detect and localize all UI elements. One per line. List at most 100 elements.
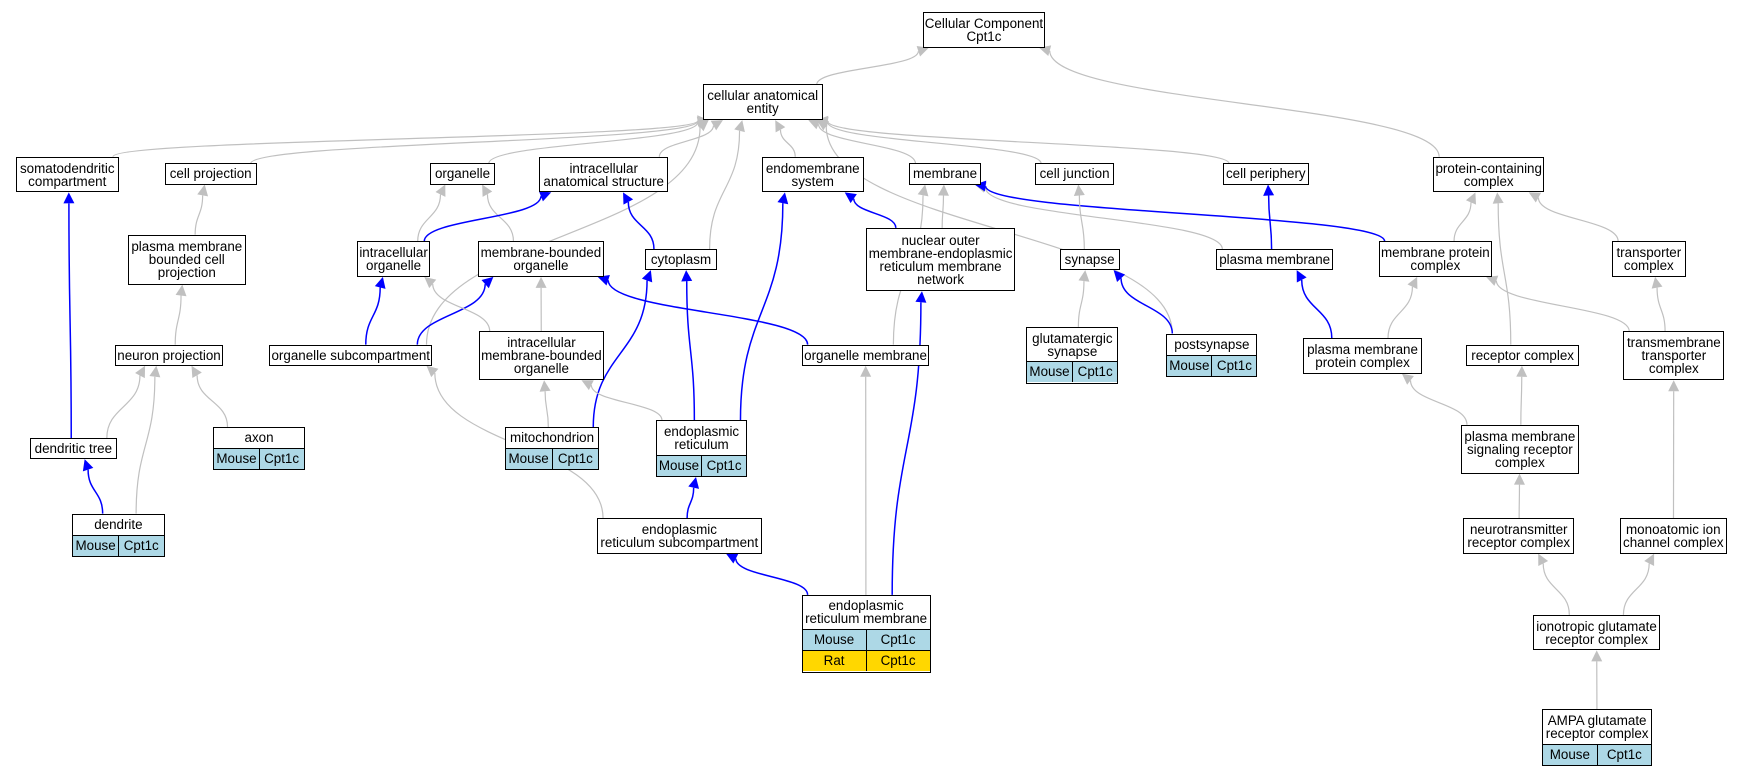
edge-mbo-to-organelle — [486, 194, 515, 242]
node-ntrc[interactable]: neurotransmitter receptor complex — [1463, 518, 1575, 554]
edge-tmtc-to-transporter — [1656, 287, 1666, 332]
arrowhead — [1538, 553, 1549, 566]
node-label: plasma membrane signaling receptor compl… — [1464, 428, 1576, 470]
node-ersub[interactable]: endoplasmic reticulum subcompartment — [597, 518, 762, 554]
node-pmsrc[interactable]: plasma membrane signaling receptor compl… — [1460, 424, 1579, 474]
node-tmtc[interactable]: transmembrane transporter complex — [1623, 331, 1725, 381]
node-pmpc[interactable]: plasma membrane protein complex — [1303, 337, 1422, 374]
node-ias[interactable]: intracellular anatomical structure — [539, 156, 669, 193]
node-label: mitochondrion — [509, 430, 595, 446]
node-label: cytoplasm — [650, 252, 712, 268]
arrowhead — [535, 276, 547, 288]
node-pmbcp[interactable]: plasma membrane bounded cell projection — [127, 234, 246, 285]
node-label: glutamatergic synapse — [1032, 330, 1113, 359]
node-label: organelle — [434, 166, 491, 182]
node-orgmem[interactable]: organelle membrane — [801, 344, 930, 366]
edge-cae-to-root — [816, 51, 919, 85]
node-organelle[interactable]: organelle — [430, 163, 495, 185]
species-cell: Rat — [802, 651, 866, 672]
node-orgsub[interactable]: organelle subcompartment — [269, 344, 433, 366]
gene-cell: Cpt1c — [117, 535, 164, 556]
node-pcc[interactable]: protein-containing complex — [1433, 156, 1545, 193]
arrowhead — [1113, 270, 1126, 282]
node-label: plasma membrane — [1219, 252, 1331, 268]
edge-postsyn-to-synapse — [1120, 278, 1174, 334]
arrowhead — [816, 120, 830, 131]
edge-pm-to-membrane — [984, 187, 1223, 250]
node-cae[interactable]: cellular anatomical entity — [702, 84, 823, 121]
node-label: neurotransmitter receptor complex — [1467, 521, 1571, 550]
node-synapse[interactable]: synapse — [1059, 249, 1120, 271]
node-label: Cellular Component Cpt1c — [924, 16, 1044, 44]
edge-mpc-to-membrane — [984, 185, 1386, 242]
edge-cytoplasm-to-ias — [627, 201, 655, 250]
node-label: AMPA glutamate receptor complex — [1545, 713, 1649, 742]
edge-celljunction-to-cae — [826, 121, 1042, 164]
edge-cytoplasm-to-cae — [708, 130, 741, 250]
arrowhead — [623, 192, 634, 205]
edge-ersub-to-er — [686, 487, 695, 519]
node-receptor[interactable]: receptor complex — [1466, 344, 1579, 366]
node-label: monoatomic ion channel complex — [1623, 521, 1724, 550]
node-label: cellular anatomical entity — [707, 88, 819, 117]
node-membrane[interactable]: membrane — [909, 163, 981, 185]
arrowhead — [777, 192, 789, 205]
node-cytoplasm[interactable]: cytoplasm — [644, 249, 718, 271]
node-pm[interactable]: plasma membrane — [1216, 249, 1334, 271]
node-label: plasma membrane bounded cell projection — [131, 239, 243, 281]
edge-pcc-to-root — [1049, 50, 1440, 157]
node-intraorg[interactable]: intracellular organelle — [356, 241, 431, 277]
node-imbo[interactable]: intracellular membrane-bounded organelle — [479, 331, 604, 381]
edge-transporter-to-pcc — [1537, 197, 1619, 242]
node-nuclear[interactable]: nuclear outer membrane-endoplasmic retic… — [866, 227, 1016, 292]
node-neuronproj[interactable]: neuron projection — [114, 344, 224, 366]
gene-cell: Cpt1c — [1596, 744, 1652, 765]
node-micc[interactable]: monoatomic ion channel complex — [1619, 518, 1727, 554]
arrowhead — [860, 365, 872, 377]
arrowhead — [641, 270, 653, 283]
edge-intraorg-to-ias — [423, 196, 542, 242]
node-label: organelle subcompartment — [271, 347, 431, 363]
edge-iglut-to-micc — [1622, 563, 1650, 615]
node-mbo[interactable]: membrane-bounded organelle — [478, 241, 604, 277]
arrowhead — [63, 192, 75, 204]
edge-nuclear-to-membrane — [941, 195, 945, 228]
node-cellproj[interactable]: cell projection — [164, 163, 257, 185]
node-root[interactable]: Cellular Component Cpt1c — [922, 12, 1046, 48]
arrowhead — [937, 184, 949, 196]
edge-orgsub-to-mbo — [416, 284, 486, 345]
edge-orgsub-to-cae — [425, 126, 701, 345]
edge-cellproj-to-cae — [250, 120, 699, 164]
node-dendtree[interactable]: dendritic tree — [30, 438, 117, 460]
arrowhead — [1073, 184, 1085, 197]
node-mpc[interactable]: membrane protein complex — [1378, 241, 1493, 277]
node-endosys[interactable]: endomembrane system — [761, 156, 864, 193]
node-transporter[interactable]: transporter complex — [1612, 241, 1686, 277]
edge-pmpc-to-mpc — [1387, 286, 1414, 338]
node-cellperiph[interactable]: cell periphery — [1223, 163, 1309, 185]
arrowhead — [1486, 275, 1499, 286]
node-label: postsynapse — [1174, 337, 1250, 353]
node-celljunction[interactable]: cell junction — [1035, 163, 1115, 185]
node-label: intracellular membrane-bounded organelle — [481, 335, 602, 377]
edge-imbo-to-intraorg — [432, 283, 491, 332]
arrowhead — [1651, 276, 1663, 289]
node-iglut[interactable]: ionotropic glutamate receptor complex — [1533, 614, 1660, 651]
arrowhead — [916, 46, 929, 57]
node-somato[interactable]: somatodendritic compartment — [15, 156, 119, 193]
edge-mito-to-cytoplasm — [592, 280, 648, 427]
node-label: plasma membrane protein complex — [1307, 341, 1418, 370]
arrowhead — [1492, 192, 1504, 204]
node-label: protein-containing complex — [1435, 160, 1542, 189]
